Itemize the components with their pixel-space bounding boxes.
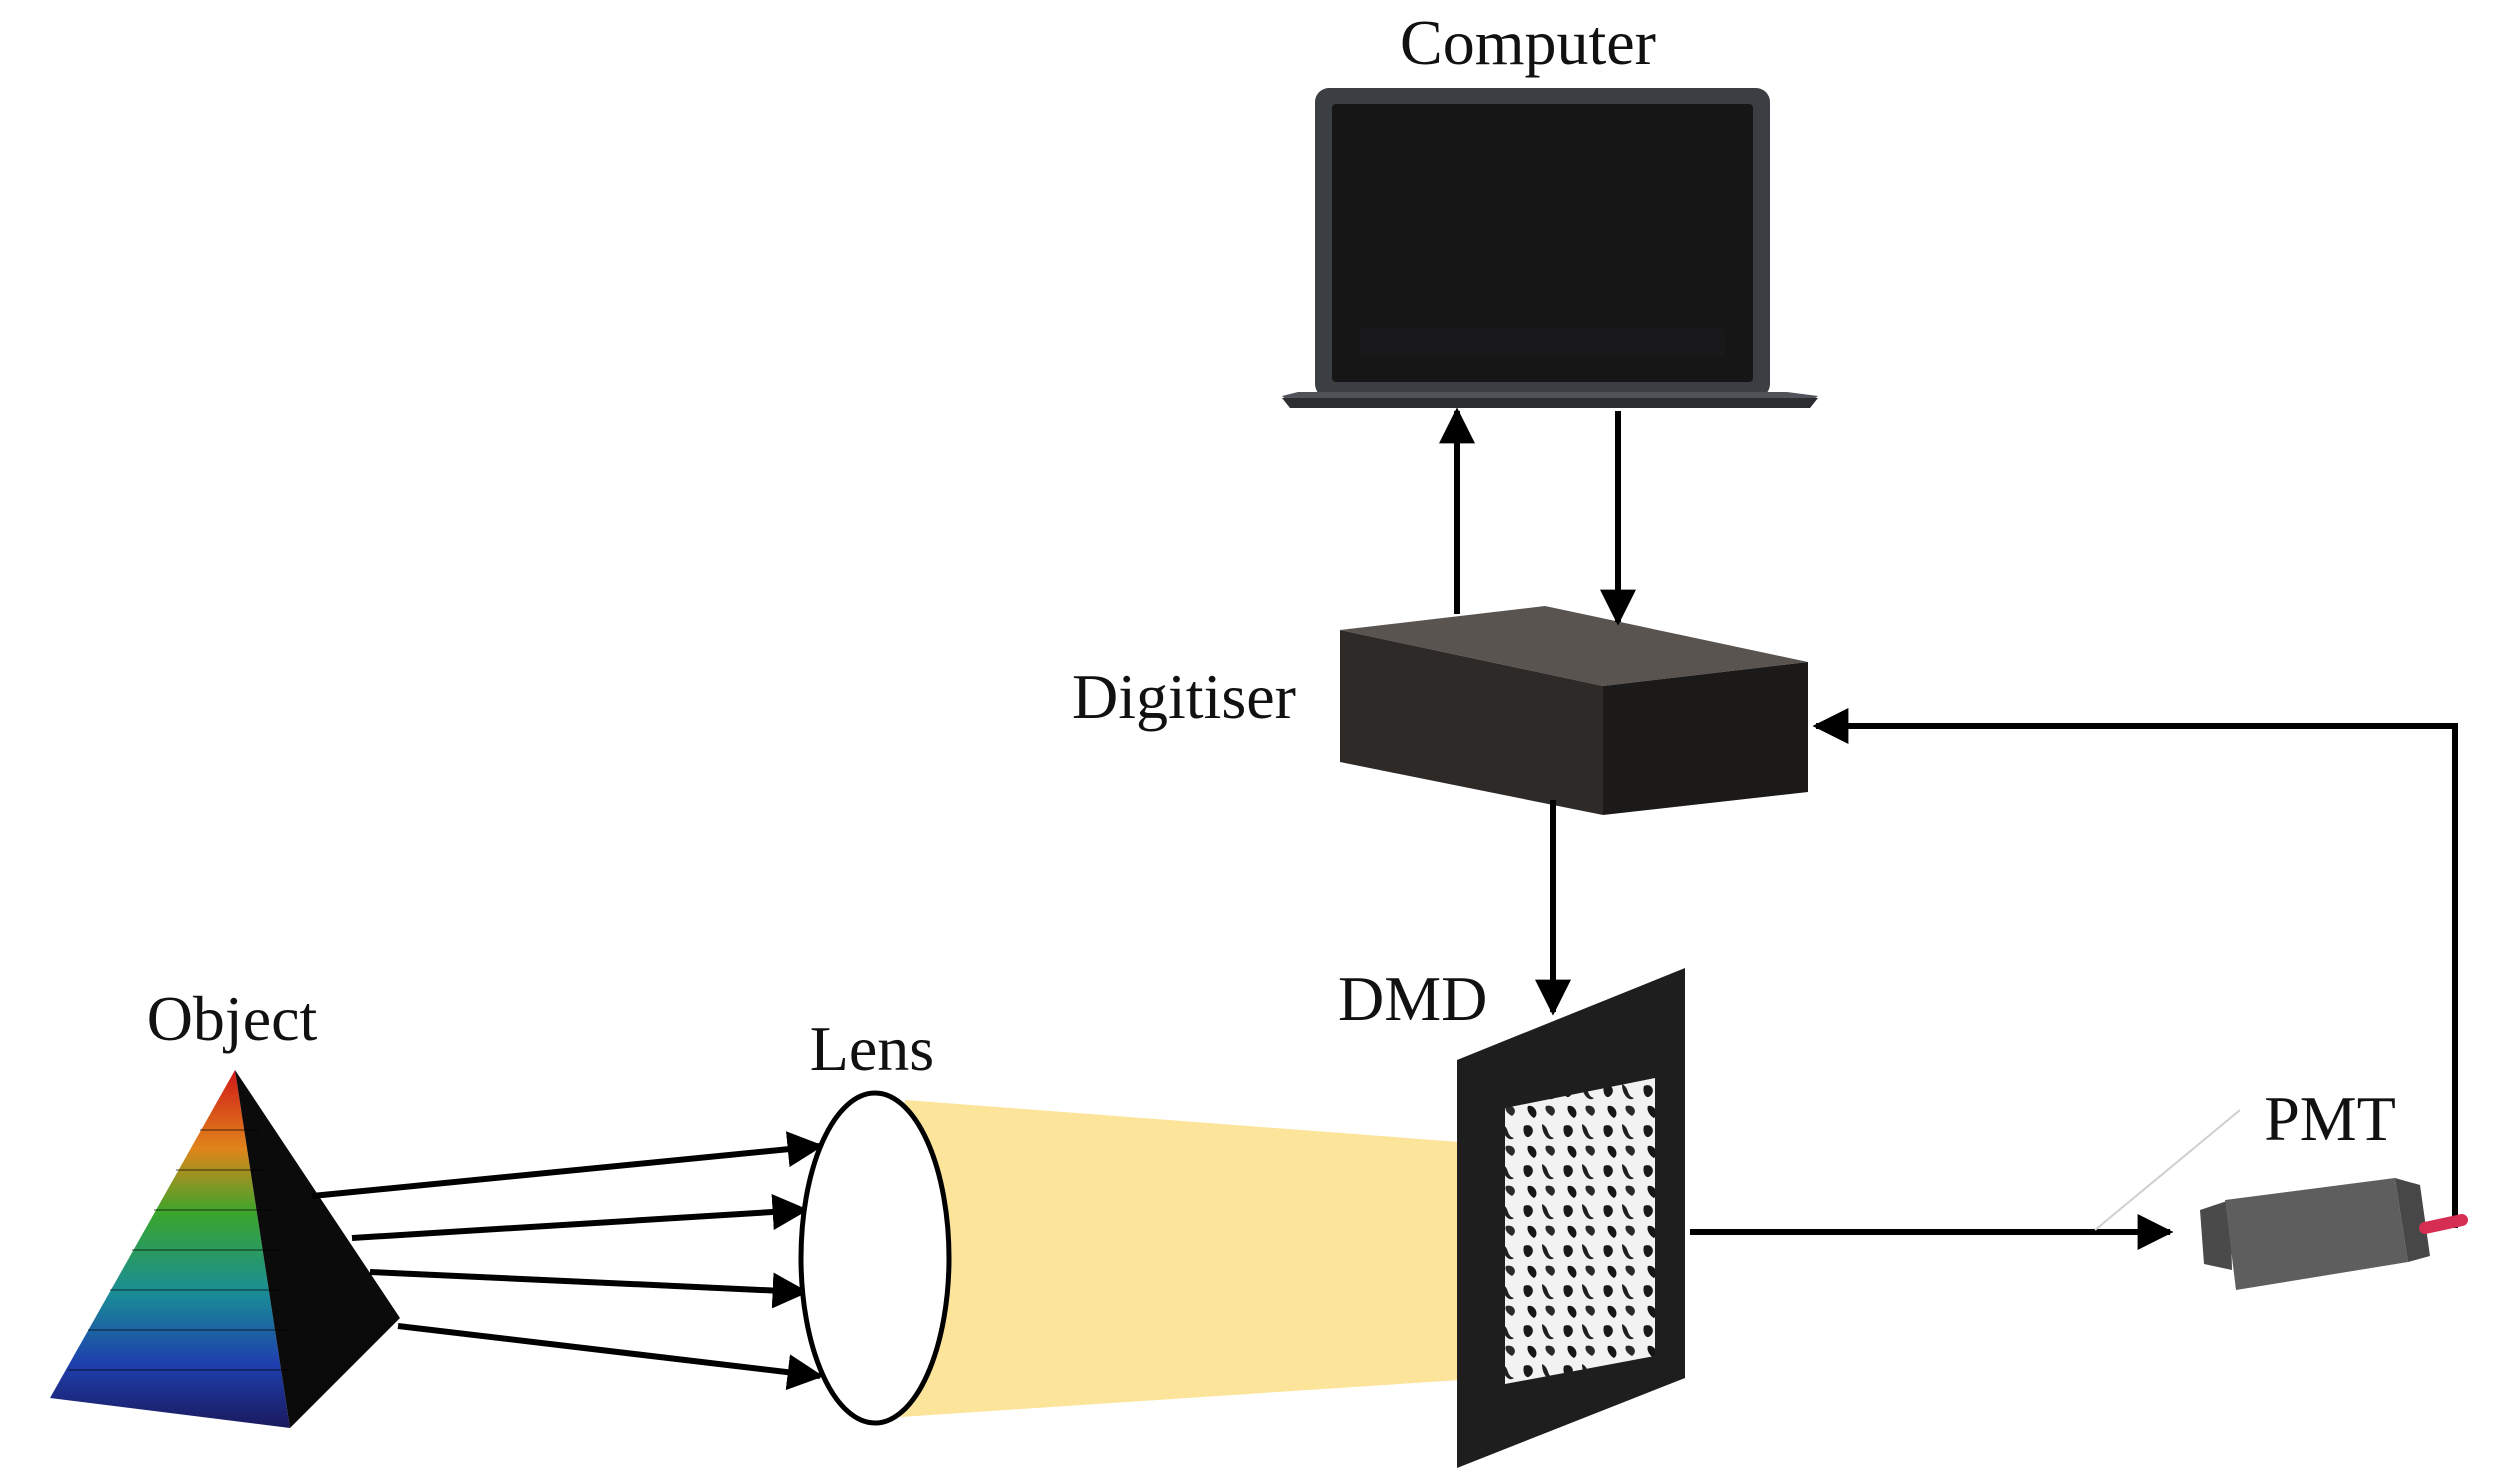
digitiser-box-icon bbox=[1340, 606, 1808, 815]
lens-icon bbox=[798, 1090, 952, 1426]
dmd-label: DMD bbox=[1338, 963, 1487, 1034]
pyramid-icon bbox=[50, 1070, 400, 1428]
ray-arrow-1 bbox=[311, 1131, 824, 1199]
laptop-icon bbox=[1282, 88, 1818, 408]
lens-label: Lens bbox=[810, 1013, 934, 1084]
ray-arrow-2 bbox=[351, 1194, 809, 1241]
computer-label: Computer bbox=[1400, 7, 1656, 78]
pmt-label: PMT bbox=[2264, 1083, 2396, 1154]
light-beam bbox=[885, 1100, 1460, 1418]
ray-arrow-4 bbox=[397, 1323, 824, 1391]
pmt-icon bbox=[2094, 1109, 2468, 1290]
pmt-to-digitiser-arrow bbox=[1812, 708, 2458, 1228]
object-label: Object bbox=[147, 983, 318, 1054]
ray-arrow-3 bbox=[369, 1269, 809, 1309]
dmd-icon bbox=[1457, 968, 1685, 1468]
digitiser-label: Digitiser bbox=[1072, 661, 1296, 732]
